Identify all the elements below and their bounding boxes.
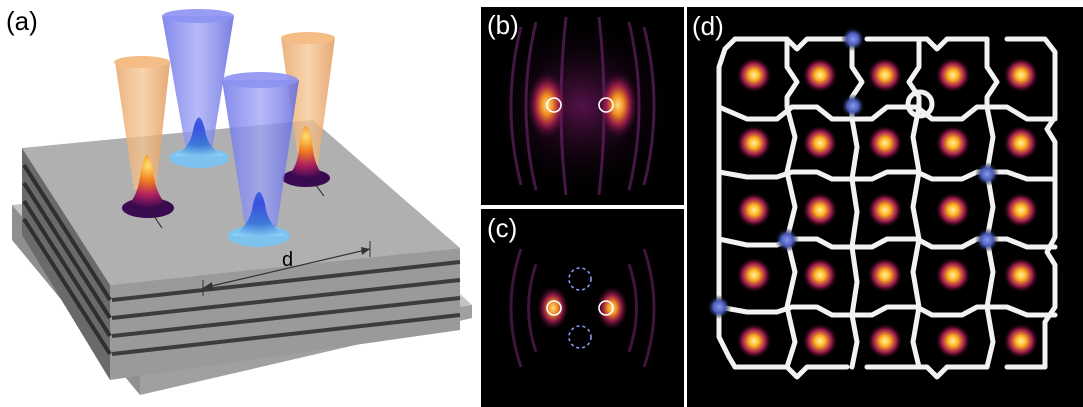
cool-spot <box>707 295 731 319</box>
dimension-label: d <box>282 249 293 271</box>
cool-spot <box>975 228 999 252</box>
panel-d-label: (d) <box>692 11 724 41</box>
cool-spot <box>975 162 999 186</box>
hot-spot <box>736 125 772 161</box>
hot-spot <box>867 323 903 359</box>
hot-spot <box>935 323 971 359</box>
hot-spot <box>736 57 772 93</box>
field-map-b <box>487 16 677 196</box>
cool-spot <box>841 27 865 51</box>
wire-network <box>716 36 1058 380</box>
cool-spot <box>841 94 865 118</box>
cool-spot <box>775 228 799 252</box>
hot-spot <box>867 57 903 93</box>
hot-spot <box>1003 323 1039 359</box>
hot-spot <box>802 323 838 359</box>
schematic-3d: d <box>12 9 472 395</box>
hot-spot <box>802 57 838 93</box>
hot-spot <box>1003 125 1039 161</box>
hot-spot <box>935 125 971 161</box>
hot-spot <box>935 57 971 93</box>
panel-c-field-map: (c) <box>481 209 684 407</box>
panel-b-field-map: (b) <box>481 7 684 205</box>
hot-spot <box>802 257 838 293</box>
hot-spot <box>867 125 903 161</box>
panel-a-label: (a) <box>6 6 38 36</box>
hot-spot <box>736 192 772 228</box>
hot-spot <box>736 323 772 359</box>
panel-c-label: (c) <box>487 213 518 243</box>
hot-spot <box>1003 192 1039 228</box>
hot-spot <box>1003 57 1039 93</box>
panel-d-lattice: (d) <box>687 7 1083 407</box>
hot-spot <box>935 257 971 293</box>
hot-spot <box>867 192 903 228</box>
panel-a-schematic: (a) <box>0 0 478 407</box>
lattice-map <box>707 27 1058 380</box>
hot-spot <box>935 192 971 228</box>
panel-b-label: (b) <box>487 10 519 40</box>
hot-spot <box>867 257 903 293</box>
hot-spot <box>736 257 772 293</box>
hot-spot <box>802 125 838 161</box>
hot-spot <box>1003 257 1039 293</box>
hot-spot <box>802 192 838 228</box>
field-map-c <box>509 248 656 368</box>
